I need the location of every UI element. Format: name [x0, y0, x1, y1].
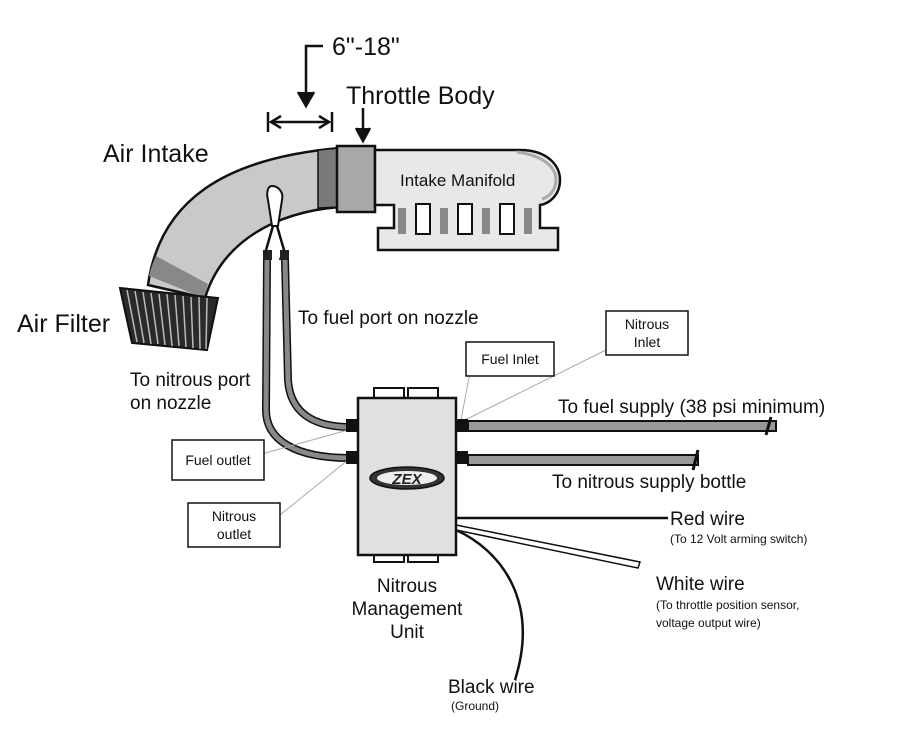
- nozzle-assembly: [263, 184, 289, 261]
- nitrous-port-label-line2: on nozzle: [130, 393, 211, 414]
- nitrous-management-unit: ZEX: [346, 387, 468, 563]
- fuel-supply-label: To fuel supply (38 psi minimum): [558, 397, 825, 418]
- unit-label-line3: Unit: [390, 622, 425, 643]
- throttle-body: [335, 144, 377, 214]
- manifold-runners: [398, 203, 532, 235]
- svg-text:Fuel Inlet: Fuel Inlet: [481, 351, 539, 367]
- black-wire: [455, 528, 524, 681]
- air-intake-label: Air Intake: [103, 140, 209, 168]
- air-filter-label: Air Filter: [17, 310, 110, 338]
- fuel-outlet-callout: Fuel outlet: [171, 439, 265, 481]
- throttle-body-label: Throttle Body: [346, 82, 495, 110]
- nitrous-supply-label: To nitrous supply bottle: [552, 472, 746, 493]
- svg-text:Fuel outlet: Fuel outlet: [185, 452, 250, 468]
- red-wire-label: Red wire: [670, 509, 745, 530]
- air-intake-tube: [146, 146, 342, 300]
- fuel-inlet-callout: Fuel Inlet: [465, 341, 555, 377]
- unit-label-line1: Nitrous: [377, 576, 437, 597]
- svg-text:Inlet: Inlet: [634, 334, 661, 350]
- svg-text:Nitrous: Nitrous: [625, 316, 669, 332]
- svg-text:Nitrous: Nitrous: [212, 508, 256, 524]
- white-wire-note-line2: voltage output wire): [656, 616, 761, 630]
- nitrous-inlet-callout: Nitrous Inlet: [605, 310, 689, 356]
- white-wire-label: White wire: [656, 574, 745, 595]
- nozzle-hoses: [261, 259, 351, 462]
- zex-logo: ZEX: [369, 466, 445, 490]
- nitrous-port-label-line1: To nitrous port: [130, 370, 251, 391]
- intake-manifold-label: Intake Manifold: [400, 171, 515, 190]
- white-wire: [455, 524, 641, 569]
- white-wire-note-line1: (To throttle position sensor,: [656, 598, 799, 612]
- svg-text:outlet: outlet: [217, 526, 251, 542]
- svg-text:ZEX: ZEX: [391, 471, 422, 488]
- unit-label-line2: Management: [352, 599, 464, 620]
- air-filter: [118, 286, 220, 352]
- fuel-port-label: To fuel port on nozzle: [298, 308, 479, 329]
- gap-dimension-arrows: [266, 44, 372, 144]
- gap-measurement-label: 6"-18": [332, 33, 400, 61]
- black-wire-note: (Ground): [451, 699, 499, 713]
- wires: [455, 516, 668, 681]
- intake-manifold: [373, 148, 562, 252]
- black-wire-label: Black wire: [448, 677, 535, 698]
- nitrous-outlet-callout: Nitrous outlet: [187, 502, 281, 548]
- red-wire-note: (To 12 Volt arming switch): [670, 532, 807, 546]
- supply-lines: [467, 416, 777, 471]
